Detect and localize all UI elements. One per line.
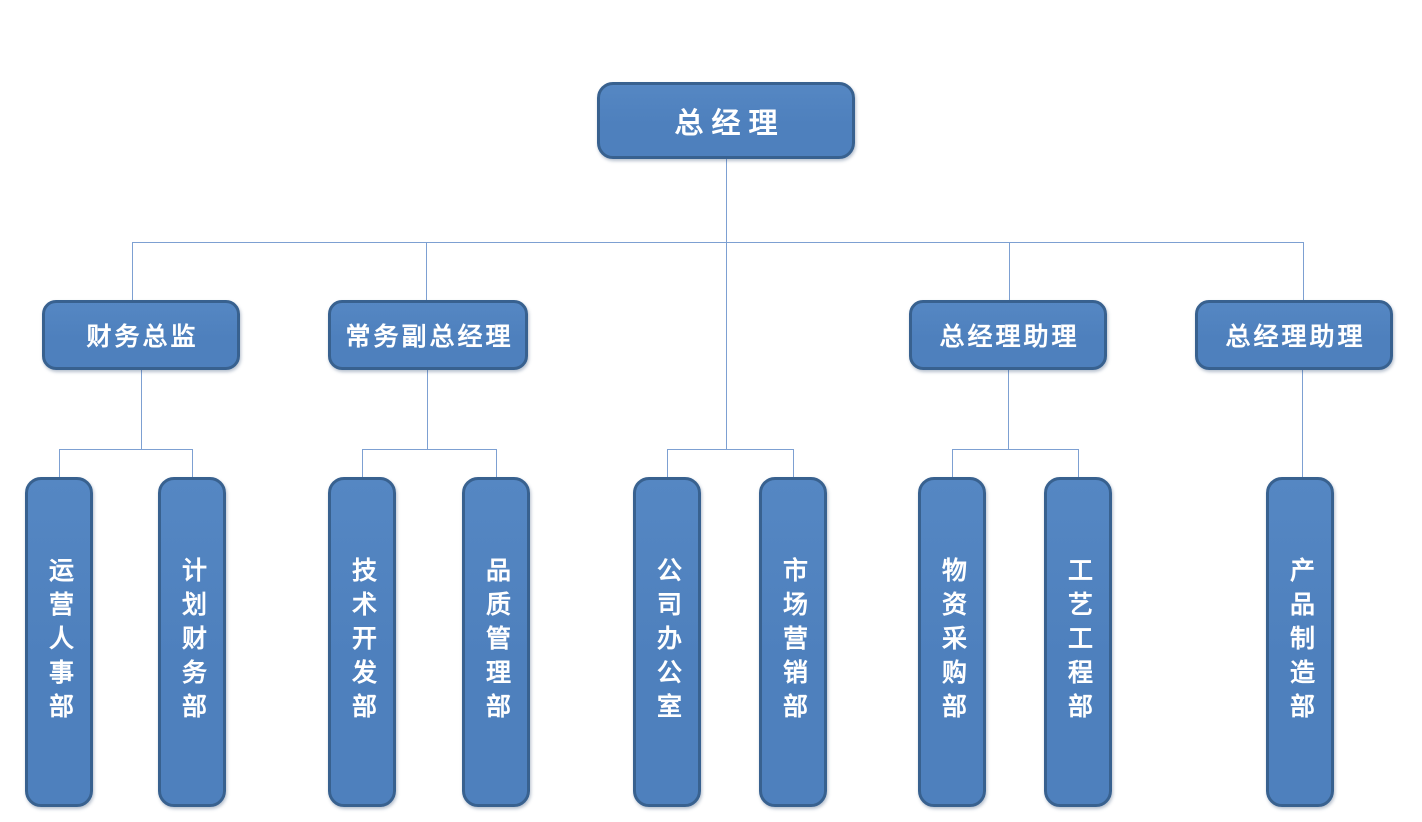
org-node-dept-operations-hr: 运营人事部 [25, 477, 93, 807]
org-node-dept-materials-procurement: 物资采购部 [918, 477, 986, 807]
org-node-label: 品质管理部 [482, 557, 510, 727]
connector-stem-executive-deputy-gm [427, 370, 428, 449]
connector-root-trunk-upper [726, 159, 727, 242]
org-node-dept-process-engineering: 工艺工程部 [1044, 477, 1112, 807]
org-node-executive-deputy-gm: 常务副总经理 [328, 300, 528, 370]
org-node-dept-marketing: 市场营销部 [759, 477, 827, 807]
org-node-gm-assistant-2: 总经理助理 [1195, 300, 1393, 370]
org-node-label: 产品制造部 [1286, 557, 1314, 727]
connector-bracket-finance [59, 449, 192, 450]
org-node-dept-tech-development: 技术开发部 [328, 477, 396, 807]
connector-drop-marketing [793, 449, 794, 477]
connector-stem-finance-director [141, 370, 142, 449]
org-node-label: 总经理助理 [939, 324, 1080, 351]
org-node-gm-assistant-1: 总经理助理 [909, 300, 1107, 370]
org-node-label: 计划财务部 [178, 557, 206, 727]
org-node-label: 工艺工程部 [1064, 557, 1092, 727]
connector-bracket-gm-assistant-1 [952, 449, 1078, 450]
connector-stem-gm-assistant-1 [1008, 370, 1009, 449]
org-node-dept-quality-management: 品质管理部 [462, 477, 530, 807]
connector-root-trunk-lower [726, 242, 727, 449]
connector-drop-gm-assistant-1 [1009, 242, 1010, 300]
connector-drop-tech-development [362, 449, 363, 477]
connector-drop-company-office [667, 449, 668, 477]
org-node-label: 公司办公室 [653, 557, 681, 727]
connector-drop-planning-finance [192, 449, 193, 477]
connector-top-horizontal [132, 242, 1303, 243]
connector-stem-gm-assistant-2 [1302, 370, 1303, 477]
connector-drop-operations-hr [59, 449, 60, 477]
connector-drop-quality-management [496, 449, 497, 477]
connector-drop-process-engineering [1078, 449, 1079, 477]
org-node-label: 常务副总经理 [345, 324, 514, 351]
org-node-label: 技术开发部 [348, 557, 376, 727]
org-node-dept-planning-finance: 计划财务部 [158, 477, 226, 807]
connector-drop-materials-procurement [952, 449, 953, 477]
connector-bracket-center [667, 449, 793, 450]
connector-drop-executive-deputy-gm [426, 242, 427, 300]
org-node-label: 物资采购部 [938, 557, 966, 727]
org-node-label: 运营人事部 [45, 557, 73, 727]
org-node-dept-product-manufacturing: 产品制造部 [1266, 477, 1334, 807]
org-node-label: 总经理 [674, 107, 786, 140]
org-node-dept-company-office: 公司办公室 [633, 477, 701, 807]
org-node-general-manager: 总经理 [597, 82, 855, 159]
connector-drop-gm-assistant-2 [1303, 242, 1304, 300]
org-node-label: 财务总监 [86, 324, 199, 351]
org-node-finance-director: 财务总监 [42, 300, 240, 370]
org-node-label: 市场营销部 [779, 557, 807, 727]
connector-drop-finance-director [132, 242, 133, 300]
connector-bracket-deputy-gm [362, 449, 496, 450]
org-node-label: 总经理助理 [1225, 324, 1366, 351]
